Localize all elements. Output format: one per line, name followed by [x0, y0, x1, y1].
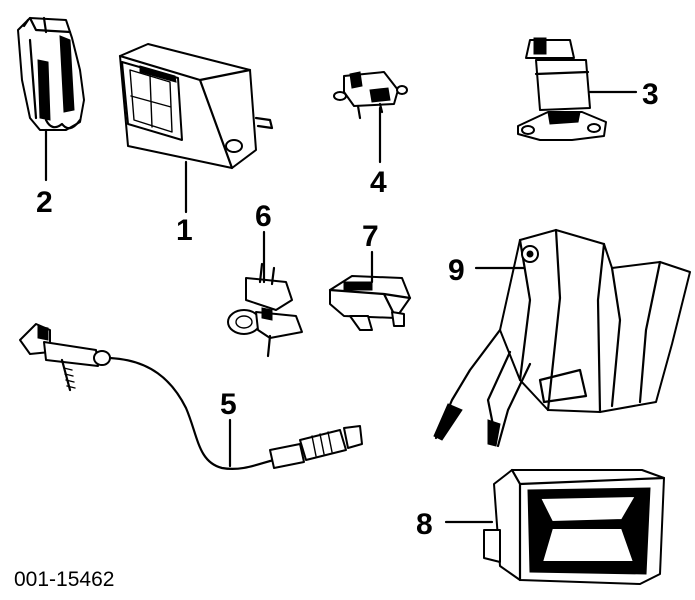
position-sensor-icon: [227, 262, 303, 358]
callout-1: 1: [176, 214, 193, 247]
callout-4: 4: [370, 166, 387, 199]
callout-8: 8: [416, 508, 433, 541]
callout-3: 3: [642, 78, 659, 111]
callout-7: 7: [362, 220, 379, 253]
vacuum-solenoid-icon: [333, 71, 408, 120]
oxygen-sensor-icon: [19, 323, 363, 470]
callout-2: 2: [36, 186, 53, 219]
egr-valve-icon: [517, 37, 607, 141]
figure-id: 001-15462: [14, 568, 114, 591]
callout-5: 5: [220, 388, 237, 421]
charcoal-canister-icon: [118, 43, 274, 170]
control-module-icon: [328, 275, 412, 331]
callout-6: 6: [255, 200, 272, 233]
mounting-bracket-icon: [433, 228, 691, 448]
purge-solenoid-icon: [17, 16, 85, 131]
callout-9: 9: [448, 254, 465, 287]
pcm-icon: [483, 468, 666, 585]
